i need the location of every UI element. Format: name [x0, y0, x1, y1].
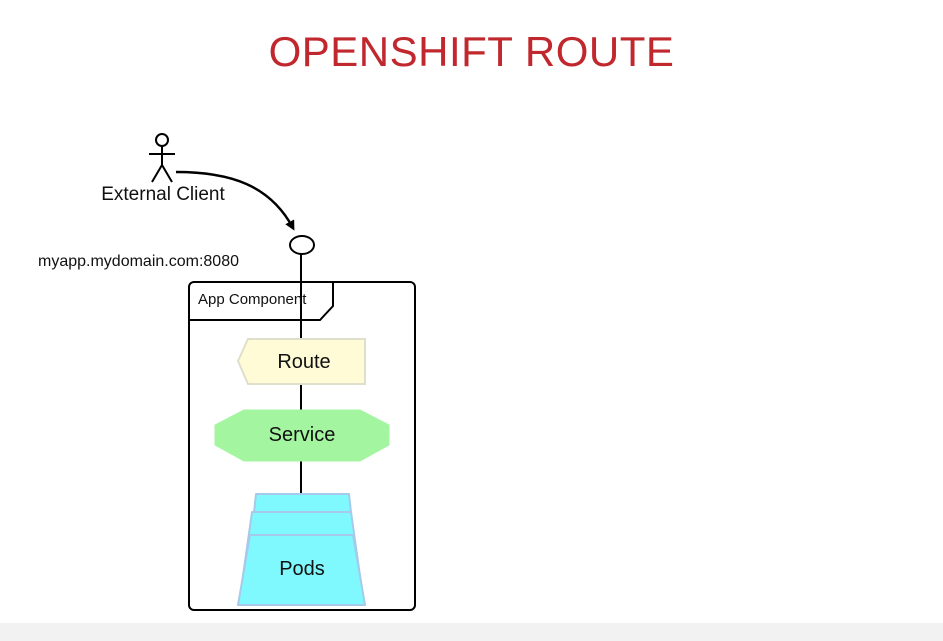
- client-to-endpoint-arrow: [175, 170, 295, 231]
- person-icon: [149, 133, 175, 183]
- app-component-label: App Component: [198, 291, 307, 308]
- app-component-frame: [188, 281, 416, 611]
- endpoint-label: myapp.mydomain.com:8080: [38, 253, 239, 270]
- slide-title: OPENSHIFT ROUTE: [268, 28, 675, 75]
- client-label: External Client: [101, 184, 225, 205]
- footer-band: [0, 623, 943, 641]
- route-label: Route: [277, 351, 330, 373]
- endpoint-port-icon: [289, 235, 315, 255]
- pods-label: Pods: [279, 558, 325, 580]
- route-shape: [236, 338, 366, 385]
- service-label: Service: [269, 424, 336, 446]
- pods-stack: [237, 493, 366, 606]
- service-shape: [214, 409, 390, 462]
